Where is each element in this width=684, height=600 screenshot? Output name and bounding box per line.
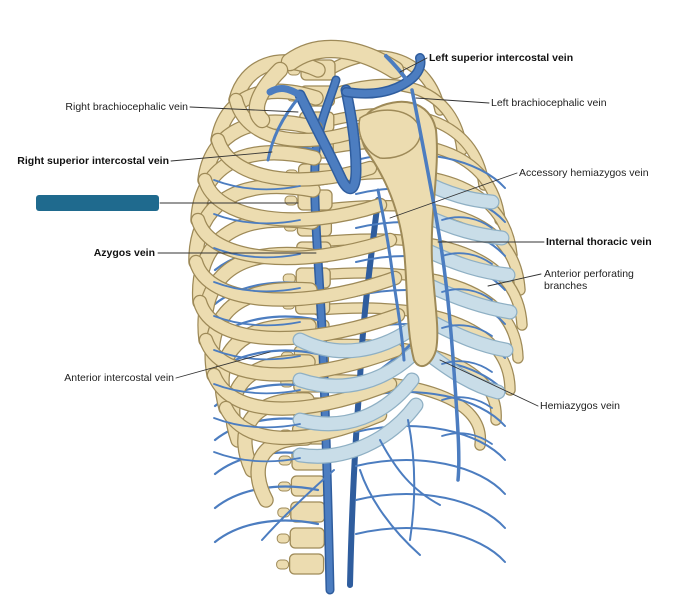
anterior-perforating-branch-6 xyxy=(441,396,493,409)
costal-cartilage-3 xyxy=(293,373,419,430)
posterior-intercostal-vein-r12 xyxy=(213,519,320,544)
redacted-label-box xyxy=(36,195,159,211)
anterior-rib-arc-8 xyxy=(208,369,396,415)
label-hemiazygos-vein: Hemiazygos vein xyxy=(540,400,620,412)
anterior-intercostal-vein-2 xyxy=(213,213,301,225)
leader-right-superior-intercostal xyxy=(170,151,273,162)
anterior-perforating-branch-7 xyxy=(441,432,493,445)
leader-anterior-intercostal xyxy=(175,351,271,379)
anterior-intercostal-vein-8 xyxy=(213,417,301,429)
internal-thoracic-vein xyxy=(410,88,461,482)
sternum-body xyxy=(360,100,439,368)
manubrium xyxy=(358,109,422,159)
anterior-intercostal-vein-5 xyxy=(213,315,301,327)
anterior-rib-arc-1 xyxy=(230,94,366,146)
lower-branch-3 xyxy=(407,419,416,541)
label-anterior-intercostal-vein: Anterior intercostal vein xyxy=(64,372,174,384)
leader-accessory-hemiazygos xyxy=(389,172,518,219)
anterior-rib-1 xyxy=(229,55,325,107)
anterior-intercostal-vein-4 xyxy=(213,281,301,293)
lower-branch-1 xyxy=(359,469,421,556)
right-brachiocephalic-vein xyxy=(266,84,304,99)
posterior-intercostal-vein-l12 xyxy=(355,527,506,563)
leader-left-brachiocephalic xyxy=(415,97,490,104)
label-leader-lines xyxy=(157,57,545,407)
vertebra-20 xyxy=(288,553,325,575)
lower-branch-2 xyxy=(379,439,441,506)
anterior-perforating-branch-2 xyxy=(441,252,493,265)
costal-cartilage-7 xyxy=(419,243,515,282)
anterior-rib-11 xyxy=(238,393,314,477)
posterior-intercostal-vein-l10 xyxy=(355,459,506,495)
anterior-intercostal-vein-1 xyxy=(213,179,301,191)
costal-cartilage-1 xyxy=(293,323,417,358)
accessory-hemiazygos-vein xyxy=(376,188,406,362)
anterior-perforating-branch-1 xyxy=(441,216,493,229)
label-internal-thoracic-vein: Internal thoracic vein xyxy=(546,236,652,248)
right-superior-intercostal-vein xyxy=(266,94,302,162)
left-superior-intercostal-vein xyxy=(384,54,410,84)
anterior-intercostal-vein-3 xyxy=(213,247,301,259)
anterior-intercostal-vein-7 xyxy=(213,383,301,395)
anterior-rib-arc-7 xyxy=(200,334,402,381)
label-left-brachiocephalic-vein: Left brachiocephalic vein xyxy=(491,97,607,109)
posterior-rib-9 xyxy=(313,303,515,395)
anterior-intercostal-vein-9 xyxy=(213,451,301,463)
left-clavicle xyxy=(282,41,403,78)
sternum xyxy=(358,100,439,368)
anterior-rib-arc-5 xyxy=(190,256,401,306)
label-azygos-vein: Azygos vein xyxy=(93,247,155,259)
costal-cartilage-4 xyxy=(293,398,423,463)
label-left-superior-intercostal-vein: Left superior intercostal vein xyxy=(429,52,574,64)
posterior-intercostal-vein-l9 xyxy=(355,425,506,461)
anterior-rib-3 xyxy=(198,115,322,187)
anterior-intercostal-vein-6 xyxy=(213,349,301,361)
lower-branch-4 xyxy=(261,469,335,541)
anterior-rib-arc-6 xyxy=(194,296,404,345)
anterior-perforating-branch-3 xyxy=(441,288,493,301)
transverse-process-6 xyxy=(284,195,298,206)
transverse-process-20 xyxy=(276,559,290,570)
label-anterior-perforating-branches: Anterior perforating branches xyxy=(544,268,634,292)
transverse-process-19 xyxy=(276,533,290,544)
costal-cartilage-8 xyxy=(421,278,517,319)
leader-anterior-perforating xyxy=(487,273,542,287)
costal-cartilage-10 xyxy=(419,345,505,399)
leader-left-superior-intercostal xyxy=(399,57,428,73)
costal-cartilage-2 xyxy=(293,348,419,393)
vertebra-19 xyxy=(289,527,325,549)
label-right-superior-intercostal-vein: Right superior intercostal vein xyxy=(17,155,169,167)
anterior-rib-arc-3 xyxy=(199,174,386,226)
anterior-veins xyxy=(213,53,493,556)
anterior-perforating-branch-4 xyxy=(441,324,493,337)
superior-vena-cava xyxy=(296,86,360,193)
left-brachiocephalic-vein xyxy=(342,54,424,98)
posterior-intercostal-vein-l11 xyxy=(355,493,506,529)
label-accessory-hemiazygos-vein: Accessory hemiazygos vein xyxy=(519,167,649,179)
posterior-rib-8 xyxy=(313,268,523,363)
leader-right-brachiocephalic xyxy=(189,106,299,113)
label-right-brachiocephalic-vein: Right brachiocephalic vein xyxy=(65,101,188,113)
right-clavicle xyxy=(249,63,287,127)
leader-hemiazygos xyxy=(439,359,539,407)
